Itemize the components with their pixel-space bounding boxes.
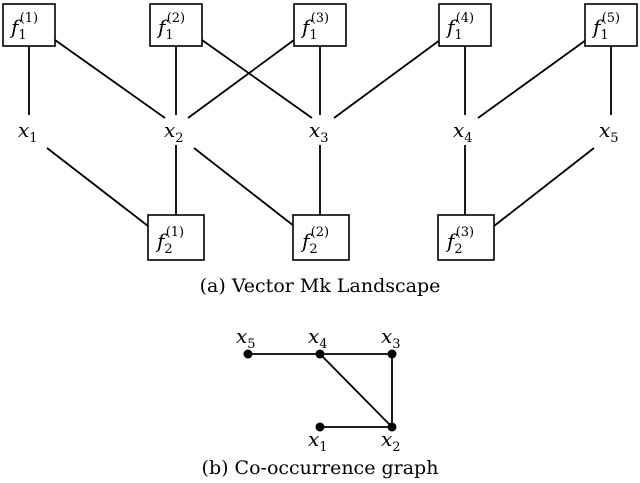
factor-node: f1(5) <box>584 3 638 47</box>
cooccurrence-graph: x5 x4 x3 x1 x2 <box>236 324 401 455</box>
svg-text:f1(2): f1(2) <box>156 11 185 43</box>
edge-x2-f2-2 <box>193 147 295 227</box>
bottom-factor-nodes: f2(1) f2(2) f2(3) <box>147 214 495 261</box>
graph-node-dot <box>387 422 397 432</box>
edge-f1-5-x4 <box>477 39 587 119</box>
edge-f1-3-x2 <box>187 39 295 119</box>
caption-b: (b) Co-occurrence graph <box>202 457 439 479</box>
graph-node-label: x3 <box>381 324 401 352</box>
variable-node: x1 <box>18 118 38 146</box>
factor-graph-edges <box>28 39 612 227</box>
top-factor-nodes: f1(1) f1(2) f1(3) f1(4) f1(5) <box>2 3 638 47</box>
edge-x5-f2-3 <box>493 147 595 227</box>
factor-node: f2(3) <box>437 214 495 261</box>
factor-node: f2(2) <box>292 214 350 261</box>
graph-node-dot <box>315 349 325 359</box>
variable-nodes: x1 x2 x3 x4 x5 <box>18 118 619 146</box>
edge-f1-4-x3 <box>333 39 441 119</box>
svg-text:f1(5): f1(5) <box>591 11 620 43</box>
svg-text:f1(4): f1(4) <box>445 11 474 43</box>
caption-a: (a) Vector Mk Landscape <box>200 275 441 297</box>
svg-text:f1(3): f1(3) <box>300 11 329 43</box>
factor-node: f1(3) <box>293 3 347 47</box>
graph-node-label: x1 <box>308 427 328 455</box>
graph-node-label: x2 <box>381 427 401 455</box>
variable-node: x2 <box>164 118 184 146</box>
svg-text:f2(1): f2(1) <box>155 225 184 257</box>
edge-f1-1-x2 <box>54 39 166 119</box>
graph-node-label: x4 <box>308 324 328 352</box>
svg-text:f2(2): f2(2) <box>300 225 329 257</box>
graph-node-dot <box>243 349 253 359</box>
factor-node: f2(1) <box>147 214 205 261</box>
graph-node-dot <box>387 349 397 359</box>
variable-node: x4 <box>453 118 473 146</box>
graph-node-dot <box>315 422 325 432</box>
svg-text:f2(3): f2(3) <box>445 225 474 257</box>
edge-x1-f2-1 <box>46 147 149 227</box>
svg-text:f1(1): f1(1) <box>9 11 38 43</box>
factor-node: f1(4) <box>438 3 492 47</box>
graph-node-label: x5 <box>236 324 256 352</box>
factor-node: f1(1) <box>2 3 56 47</box>
factor-node: f1(2) <box>149 3 203 47</box>
edge-f1-2-x3 <box>201 39 313 119</box>
variable-node: x5 <box>599 118 619 146</box>
variable-node: x3 <box>309 118 329 146</box>
edge-x4-x2 <box>319 353 393 428</box>
